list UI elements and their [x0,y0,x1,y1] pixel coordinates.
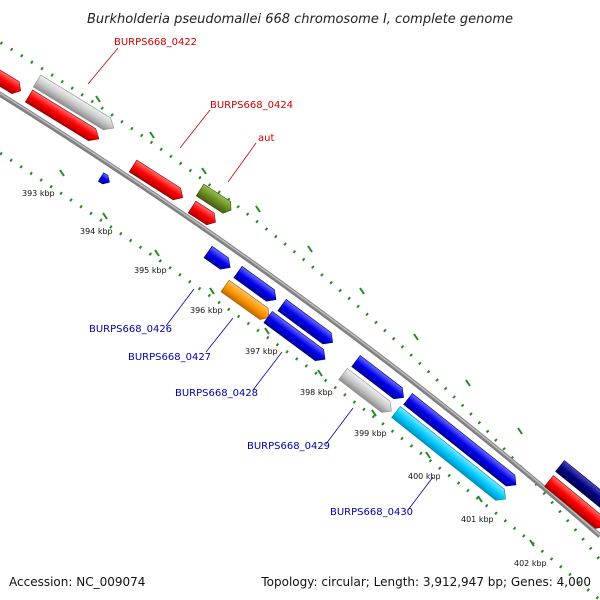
label-burps668-0430[interactable]: BURPS668_0430 [330,507,413,518]
gene-aut-olive[interactable] [195,183,235,216]
gene-0429-gray[interactable] [338,368,396,416]
tick-398: 398 kbp [300,369,333,397]
tick-393: 393 kbp [22,169,65,198]
gene-blue-396[interactable] [233,265,280,305]
leader-0426 [165,288,195,327]
gene-red-0422-inner[interactable] [24,89,102,145]
gene-blue-long[interactable] [403,393,521,491]
inner-dotted-ring [0,151,600,600]
leader-0428 [252,351,283,391]
gene-red-small[interactable] [187,200,219,228]
tick-397: 397 kbp [245,327,278,356]
tick-401: 401 kbp [461,495,494,524]
leader-aut [227,142,257,183]
map-title: Burkholderia pseudomallei 668 chromosome… [87,12,513,27]
leader-0424 [179,109,211,149]
tick-label-402: 402 kbp [514,559,547,568]
label-burps668-0428[interactable]: BURPS668_0428 [175,388,258,399]
leader-0422 [87,47,119,85]
tick-label-395: 395 kbp [134,266,167,275]
gene-red-top-left[interactable] [0,65,24,97]
chromosome-backbone [0,91,600,538]
gene-0427-orange[interactable] [220,279,273,323]
gene-0424-red[interactable] [128,159,186,204]
gene-0428-blue[interactable] [263,310,329,364]
gene-blue-tiny[interactable] [97,172,112,187]
leader-0427 [205,317,234,353]
accession-text: Accession: NC_009074 [9,575,145,589]
label-burps668-0426[interactable]: BURPS668_0426 [89,324,172,335]
tick-label-397: 397 kbp [245,347,278,356]
tick-label-401: 401 kbp [461,515,494,524]
label-burps668-0427[interactable]: BURPS668_0427 [128,352,211,363]
label-burps668-0424[interactable]: BURPS668_0424 [210,100,293,111]
tick-label-393: 393 kbp [22,189,55,198]
tick-400: 400 kbp [408,451,441,481]
gene-navy-right[interactable] [555,460,600,513]
label-burps668-0429[interactable]: BURPS668_0429 [247,441,330,452]
gene-0430-cyan[interactable] [391,406,510,505]
gene-0426-blue[interactable] [277,298,337,348]
gene-0422-gray[interactable] [32,74,117,134]
label-burps668-0422[interactable]: BURPS668_0422 [114,37,197,48]
tick-399: 399 kbp [354,409,387,438]
gene-blue-398[interactable] [351,355,408,403]
leader-0430 [407,476,434,511]
tick-label-400: 400 kbp [408,472,441,481]
outer-ring-ticks [95,95,523,435]
gene-red-bottom-right[interactable] [544,475,600,533]
tick-396: 396 kbp [190,287,223,315]
tick-label-394: 394 kbp [80,227,113,236]
leader-0429 [325,407,354,445]
label-aut[interactable]: aut [258,133,274,144]
tick-395: 395 kbp [134,249,167,275]
tick-label-399: 399 kbp [354,429,387,438]
tick-label-396: 396 kbp [190,306,223,315]
gene-blue-395[interactable] [203,245,234,273]
topology-summary: Topology: circular; Length: 3,912,947 bp… [260,575,591,589]
tick-label-398: 398 kbp [300,388,333,397]
tick-394: 394 kbp [80,212,113,236]
tick-402: 402 kbp [514,539,547,568]
